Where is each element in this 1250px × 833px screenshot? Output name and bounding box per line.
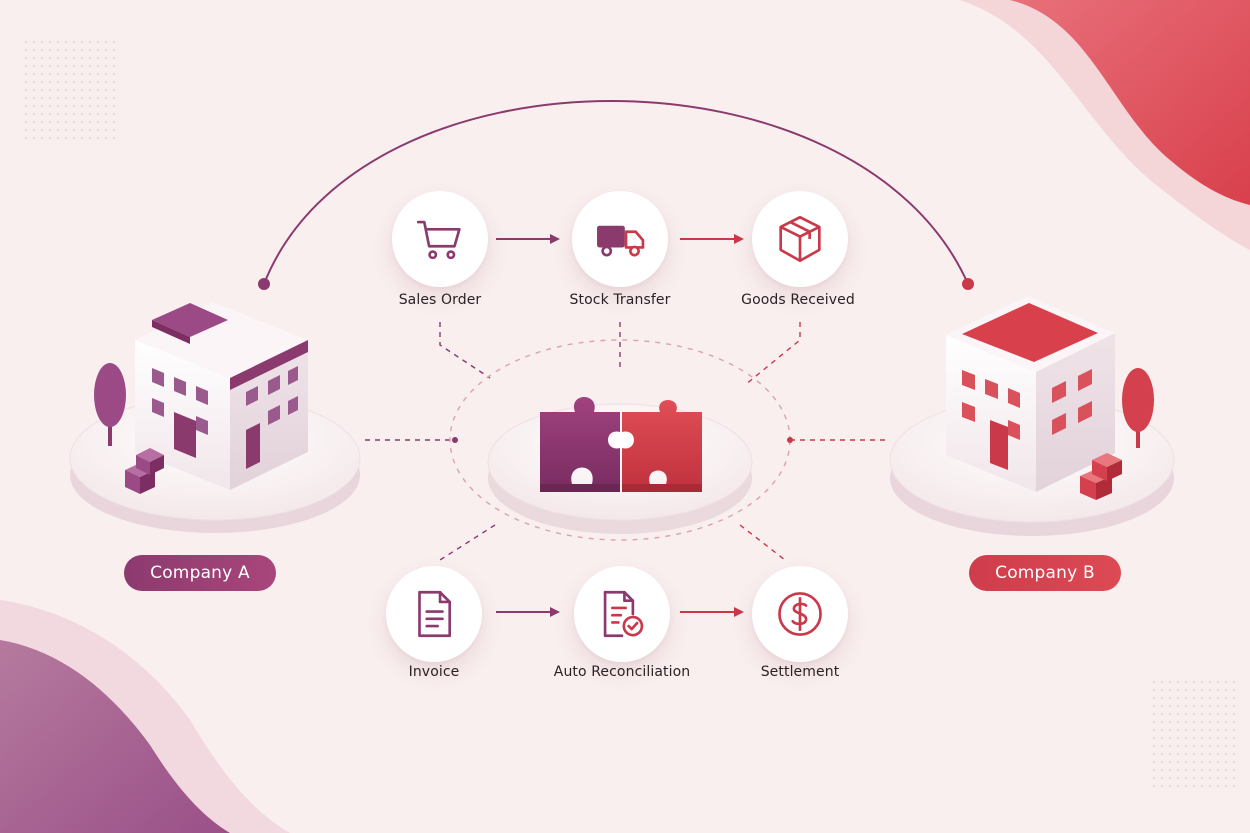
label-auto-reconciliation: Auto Reconciliation <box>553 664 691 680</box>
label-stock-transfer: Stock Transfer <box>569 292 671 308</box>
label-settlement: Settlement <box>760 664 840 680</box>
company-a-badge: Company A <box>124 555 276 591</box>
arc-dot-left <box>258 278 270 290</box>
node-auto-reconciliation <box>574 566 670 662</box>
junction-dot-right <box>787 437 793 443</box>
shopping-cart-icon <box>416 220 461 260</box>
company-b-tree <box>1122 368 1154 448</box>
wave-bottom-left <box>0 600 290 833</box>
dot-pattern-left <box>22 40 118 140</box>
arc-dot-right <box>962 278 974 290</box>
company-a-tree <box>94 363 126 446</box>
node-stock-transfer <box>572 191 668 287</box>
document-icon <box>418 590 452 638</box>
label-sales-order: Sales Order <box>398 292 482 308</box>
dollar-coin-icon <box>778 592 822 636</box>
node-invoice <box>386 566 482 662</box>
label-goods-received: Goods Received <box>741 292 855 308</box>
puzzle-pieces-icon <box>540 397 702 492</box>
node-settlement <box>752 566 848 662</box>
document-check-icon <box>603 590 644 638</box>
wave-top-right <box>960 0 1250 250</box>
company-b-building <box>946 296 1115 492</box>
delivery-truck-icon <box>597 225 645 257</box>
label-invoice: Invoice <box>408 664 460 680</box>
arc-connector <box>263 100 969 285</box>
junction-dot-left <box>452 437 458 443</box>
node-sales-order <box>392 191 488 287</box>
node-goods-received <box>752 191 848 287</box>
company-b-badge: Company B <box>969 555 1121 591</box>
company-a-boxes <box>125 448 164 494</box>
dot-pattern-right <box>1150 680 1240 790</box>
company-b-boxes <box>1080 453 1122 500</box>
package-box-icon <box>779 215 821 263</box>
